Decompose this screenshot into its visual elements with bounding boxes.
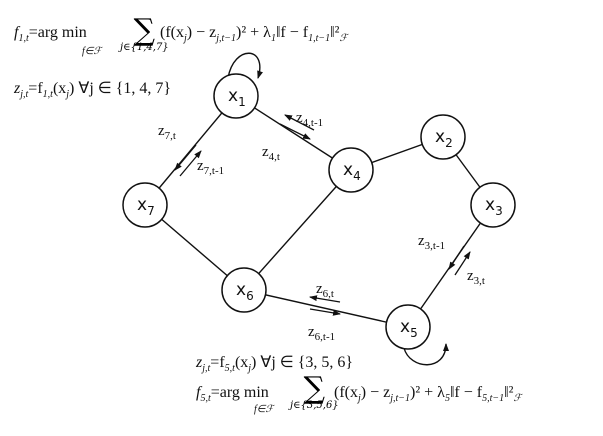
node-label-x6: x6 (236, 280, 254, 303)
node-circle-x6 (221, 267, 267, 313)
arrow-z6t (309, 295, 341, 303)
message-arrows (174, 114, 471, 316)
node-label-x5: x5 (400, 317, 418, 340)
node-circle-x5 (385, 304, 431, 350)
edge-x1-x7 (144, 95, 237, 206)
self-loop-x5 (403, 343, 449, 366)
node-circle-x1 (213, 73, 259, 119)
label-z3t: z3,t (467, 268, 485, 287)
node-x5: x5 (385, 304, 431, 350)
bottom-sum-symbol: ∑ j∈{3,5,6} (290, 371, 339, 412)
top-sum-symbol: ∑ j∈{1,4,7} (120, 13, 169, 54)
nodes-layer: x1 x2 x3 x4 x5 x6 x7 (122, 73, 516, 350)
bottom-objective: (f(xj) − zj,t−1)² + λ5‖f − f5,t−1‖²ℱ (334, 384, 522, 405)
arrow-z3t (454, 251, 471, 276)
node-label-x1: x1 (228, 86, 246, 109)
top-argmin-under: f∈ℱ (82, 46, 102, 57)
bottom-argmin-under: f∈ℱ (254, 404, 274, 415)
node-circle-x4 (328, 147, 374, 193)
node-x4: x4 (328, 147, 374, 193)
top-objective: (f(xj) − zj,t−1)² + λ1‖f − f1,t−1‖²ℱ (160, 24, 348, 45)
edge-labels: z7,t z7,t-1 z4,t-1 z4,t z3,t-1 z3,t z6,t… (158, 110, 485, 343)
node-label-x7: x7 (137, 195, 155, 218)
bottom-optimization-equation: f5,t=arg min (196, 384, 269, 405)
self-loop-x1 (227, 52, 263, 79)
label-z4t: z4,t (262, 144, 280, 163)
node-x3: x3 (470, 182, 516, 228)
label-z3t1: z3,t-1 (418, 233, 445, 252)
label-z4t1: z4,t-1 (296, 110, 323, 129)
label-z7t1: z7,t-1 (197, 158, 224, 177)
arrow-z3t1 (448, 245, 465, 270)
arrow-z7t (174, 144, 197, 171)
node-circle-x7 (122, 182, 168, 228)
arrow-z4t1 (284, 114, 315, 131)
edge-x4-x6 (243, 169, 352, 291)
arrow-z4t (279, 123, 311, 140)
arrow-z6t1 (309, 308, 341, 316)
node-label-x2: x2 (435, 127, 453, 150)
node-label-x4: x4 (343, 160, 361, 183)
node-x1: x1 (213, 73, 259, 119)
label-z6t1: z6,t-1 (308, 324, 335, 343)
top-assignment-equation: zj,t=f1,t(xj) ∀j ∈ {1, 4, 7} (14, 80, 172, 101)
bottom-assignment-equation: zj,t=f5,t(xj) ∀j ∈ {3, 5, 6} (196, 354, 354, 375)
edge-x6-x5 (243, 289, 409, 328)
label-z6t: z6,t (316, 281, 334, 300)
label-z7t: z7,t (158, 123, 176, 142)
node-label-x3: x3 (485, 195, 503, 218)
arrow-z7t1 (179, 150, 202, 177)
node-x6: x6 (221, 267, 267, 313)
node-x7: x7 (122, 182, 168, 228)
node-circle-x2 (420, 114, 466, 160)
edge-x1-x4 (235, 95, 352, 171)
node-circle-x3 (470, 182, 516, 228)
top-optimization-equation: f1,t=arg min (14, 24, 87, 45)
node-x2: x2 (420, 114, 466, 160)
